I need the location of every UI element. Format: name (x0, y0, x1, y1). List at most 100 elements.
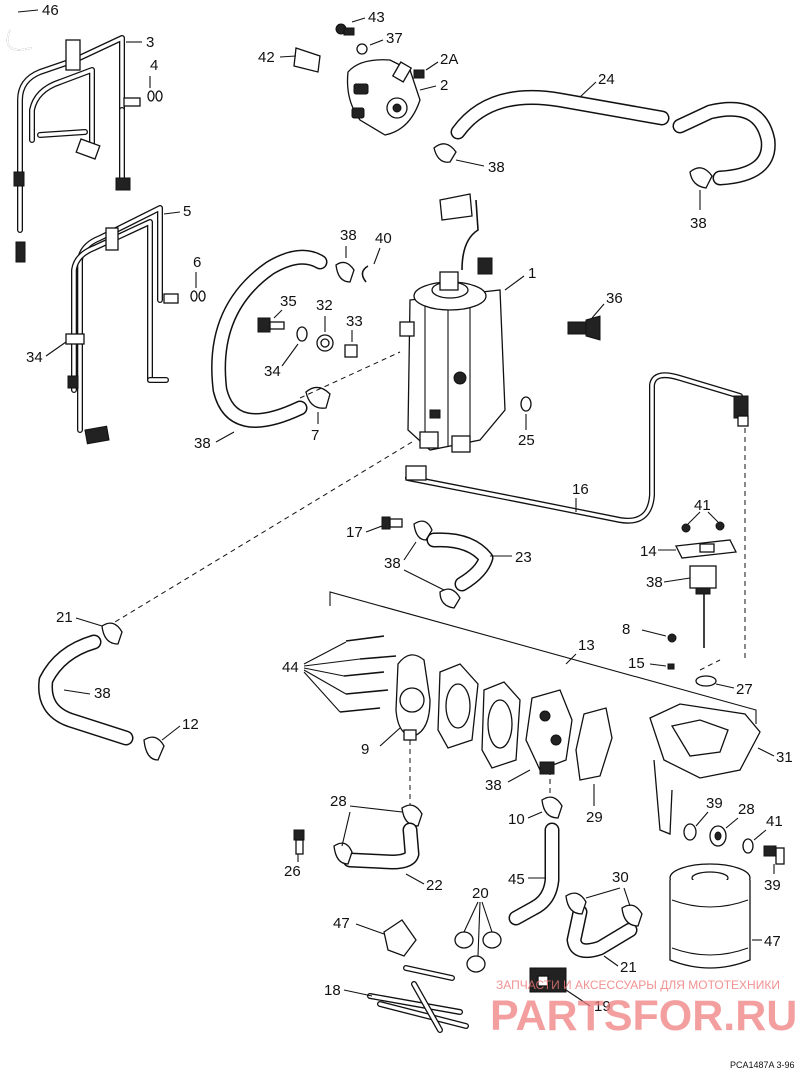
fuel-line-assembly-3 (13, 35, 141, 263)
label-38-b: 38 (690, 215, 707, 232)
label-34-a: 34 (264, 363, 281, 380)
label-29: 41 (766, 813, 783, 830)
label-42: 42 (258, 49, 275, 66)
watermark-subtitle: ЗАПЧАСТИ И АКСЕССУАРЫ ДЛЯ МОТОТЕХНИКИ (496, 978, 780, 992)
label-20: 47 (333, 915, 350, 932)
oil-filter-47 (669, 863, 751, 969)
hose-26 (342, 822, 420, 870)
gasket-42 (293, 47, 321, 73)
hose-21 (566, 904, 638, 959)
hose-22 (508, 822, 560, 926)
label-10: 29 (586, 809, 603, 826)
tubes-18 (367, 965, 469, 1033)
label-6: 6 (193, 254, 201, 271)
gasket-10 (575, 707, 613, 781)
label-28-text: 28 (738, 801, 755, 818)
washer-37 (356, 43, 368, 55)
label-24: 24 (598, 71, 615, 88)
label-37: 37 (386, 30, 403, 47)
label-44: 15 (628, 655, 645, 672)
label-21-b: 21 (620, 959, 637, 976)
label-40: 40 (375, 230, 392, 247)
clamp-38-c (335, 261, 355, 283)
label-45-b: 30 (612, 869, 629, 886)
washer-29 (742, 838, 754, 854)
fitting-2A (413, 69, 425, 79)
label-46: 46 (42, 2, 59, 19)
label-38-g: 12 (182, 716, 199, 733)
label-14: 38 (646, 574, 663, 591)
label-30: 39 (764, 877, 781, 894)
clip-40 (361, 265, 369, 283)
label-1: 1 (528, 265, 536, 282)
label-21-a: 8 (622, 621, 630, 638)
label-33: 33 (346, 313, 363, 330)
label-45-a: 34 (26, 349, 43, 366)
screws-16 (681, 521, 725, 533)
diagram-code: PCA1487A 3-96 (730, 1060, 795, 1070)
clamp-38-a (433, 143, 457, 163)
clamp-45-b1 (565, 892, 587, 915)
label-13: 44 (282, 659, 299, 676)
label-38-f: 21 (56, 609, 73, 626)
label-2A: 2A (440, 51, 458, 68)
screw-43 (335, 23, 355, 36)
hose-23 (426, 532, 494, 592)
label-3: 3 (146, 34, 154, 51)
label-15: 27 (736, 681, 753, 698)
screws-13 (339, 635, 397, 713)
screw-21 (667, 633, 677, 643)
bracket-8 (329, 591, 757, 724)
clamp-38-h2 (333, 842, 353, 865)
fitting-36 (567, 315, 601, 341)
pump-body-11 (525, 689, 573, 775)
screw-30 (763, 845, 785, 865)
connector-19 (529, 967, 567, 993)
clamp-38-e (413, 520, 433, 541)
label-34-b: 25 (518, 432, 535, 449)
label-11: 38 (485, 777, 502, 794)
label-8: 13 (578, 637, 595, 654)
hose-27 (38, 634, 134, 746)
label-39-a: 10 (508, 811, 525, 828)
clamp-45-b2 (621, 904, 643, 927)
clamp-38-b (689, 167, 713, 189)
label-25: 38 (194, 435, 211, 452)
label-23: 23 (515, 549, 532, 566)
label-41-b: 26 (284, 863, 301, 880)
label-4: 4 (150, 57, 158, 74)
label-22: 45 (508, 871, 525, 888)
label-38-e: 38 (384, 555, 401, 572)
clamp-38-f (101, 622, 123, 645)
label-36: 36 (606, 290, 623, 307)
bushing-33 (344, 344, 358, 358)
label-7: 16 (572, 481, 589, 498)
fuel-line-7 (405, 372, 749, 524)
label-17: 14 (640, 543, 657, 560)
label-26: 22 (426, 877, 443, 894)
label-38-d: 7 (311, 427, 319, 444)
hose-25 (211, 249, 328, 428)
watermark-brand: PARTSFOR.RU (490, 992, 797, 1040)
label-27: 38 (94, 685, 111, 702)
label-2: 2 (440, 77, 448, 94)
pump-cover-12 (395, 654, 431, 741)
label-38-c: 38 (340, 227, 357, 244)
vapor-separator-1 (399, 193, 506, 453)
label-31: 39 (706, 795, 723, 812)
label-12: 9 (361, 741, 369, 758)
clamp-38-h (401, 804, 423, 827)
clamp-39-a (541, 796, 563, 819)
screw-35 (257, 317, 285, 333)
screw-41-b (293, 829, 305, 855)
fuel-line-assembly-5 (65, 205, 179, 445)
bracket-20 (383, 919, 417, 957)
label-16: 41 (694, 497, 711, 514)
label-41-a: 17 (346, 524, 363, 541)
washer-34b (520, 396, 532, 412)
label-47-text: 47 (764, 933, 781, 950)
label-9: 31 (776, 749, 793, 766)
wire-clip-46 (6, 29, 33, 51)
primer-valve-2 (346, 59, 421, 136)
clamp-38-e2 (439, 588, 461, 609)
